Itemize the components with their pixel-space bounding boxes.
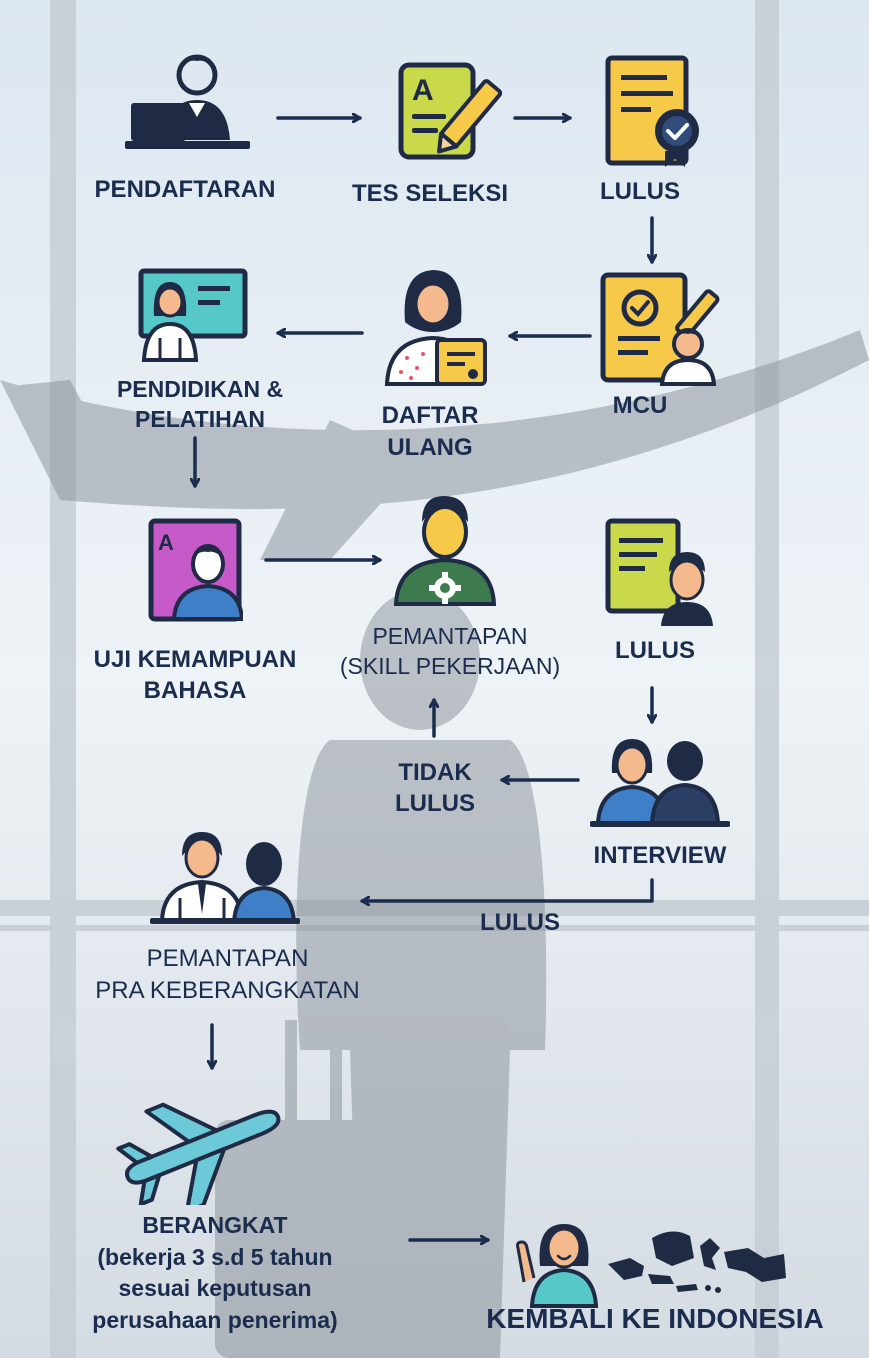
label-pemantapan-pra-line2: PRA KEBERANGKATAN [95, 977, 360, 1005]
label-uji-bahasa-line1: UJI KEMAMPUAN [93, 646, 297, 673]
label-mcu: MCU [580, 392, 700, 420]
svg-text:A: A [158, 530, 174, 555]
label-berangkat-line3: sesuai keputusan [118, 1275, 312, 1302]
label-berangkat: BERANGKAT (bekerja 3 s.d 5 tahun sesuai … [40, 1210, 390, 1337]
medical-checkup-icon [600, 272, 720, 386]
label-tes-seleksi: TES SELEKSI [325, 180, 535, 208]
woman-indonesia-map-icon [516, 1224, 786, 1308]
label-pemantapan-skill-line2: (SKILL PEKERJAAN) [339, 652, 561, 679]
label-tes-seleksi-text: TES SELEKSI [351, 180, 509, 207]
label-pemantapan-skill-line1: PEMANTAPAN [372, 623, 528, 649]
label-kembali: KEMBALI KE INDONESIA [460, 1303, 850, 1334]
label-lulus-3: LULUS [455, 909, 585, 937]
document-person-icon [605, 518, 713, 626]
label-pemantapan-pra: PEMANTAPAN PRA KEBERANGKATAN [55, 943, 400, 1008]
label-interview: INTERVIEW [570, 842, 750, 870]
label-berangkat-line2: (bekerja 3 s.d 5 tahun [97, 1243, 333, 1270]
label-tidak-lulus-line2: LULUS [395, 790, 475, 818]
label-lulus-3-text: LULUS [480, 909, 560, 936]
test-paper-pencil-icon: A [398, 62, 503, 160]
label-interview-text: INTERVIEW [593, 842, 727, 869]
label-pendaftaran: PENDAFTARAN [70, 176, 300, 204]
teacher-board-icon [138, 268, 248, 362]
two-people-briefing-icon [150, 832, 300, 924]
label-pendidikan-line1: PENDIDIKAN & [116, 376, 284, 402]
label-daftar-ulang-line1: DAFTAR [381, 402, 479, 429]
label-uji-bahasa: UJI KEMAMPUAN BAHASA [60, 644, 330, 706]
label-pendaftaran-text: PENDAFTARAN [94, 176, 276, 203]
label-daftar-ulang: DAFTAR ULANG [355, 400, 505, 465]
label-berangkat-line1: BERANGKAT [142, 1212, 288, 1238]
label-pemantapan-skill: PEMANTAPAN (SKILL PEKERJAAN) [320, 622, 580, 682]
label-pendidikan: PENDIDIKAN & PELATIHAN [90, 375, 310, 435]
two-people-icon [590, 739, 730, 827]
label-kembali-text: KEMBALI KE INDONESIA [486, 1303, 824, 1334]
label-pendidikan-line2: PELATIHAN [135, 405, 265, 432]
certificate-badge-icon [605, 55, 699, 167]
airplane-icon [116, 1102, 281, 1205]
person-laptop-icon [125, 54, 250, 149]
label-lulus-1-text: LULUS [600, 178, 680, 205]
label-lulus-1: LULUS [570, 178, 710, 206]
label-lulus-2-text: LULUS [615, 637, 695, 664]
language-test-icon: A [148, 518, 243, 622]
worker-gear-icon [393, 496, 497, 606]
label-tidak-lulus-line1: TIDAK [398, 759, 472, 786]
arrow-interview-to-pemantapanpra [360, 878, 654, 901]
svg-text:A: A [412, 74, 434, 107]
label-daftar-ulang-line2: ULANG [387, 434, 473, 462]
label-pemantapan-pra-line1: PEMANTAPAN [146, 945, 309, 972]
label-lulus-2: LULUS [585, 637, 725, 665]
label-tidak-lulus: TIDAK LULUS [365, 757, 505, 819]
label-uji-bahasa-line2: BAHASA [143, 677, 247, 705]
woman-clipboard-icon [384, 270, 487, 386]
label-berangkat-line4: perusahaan penerima) [92, 1307, 338, 1334]
label-mcu-text: MCU [612, 392, 668, 419]
